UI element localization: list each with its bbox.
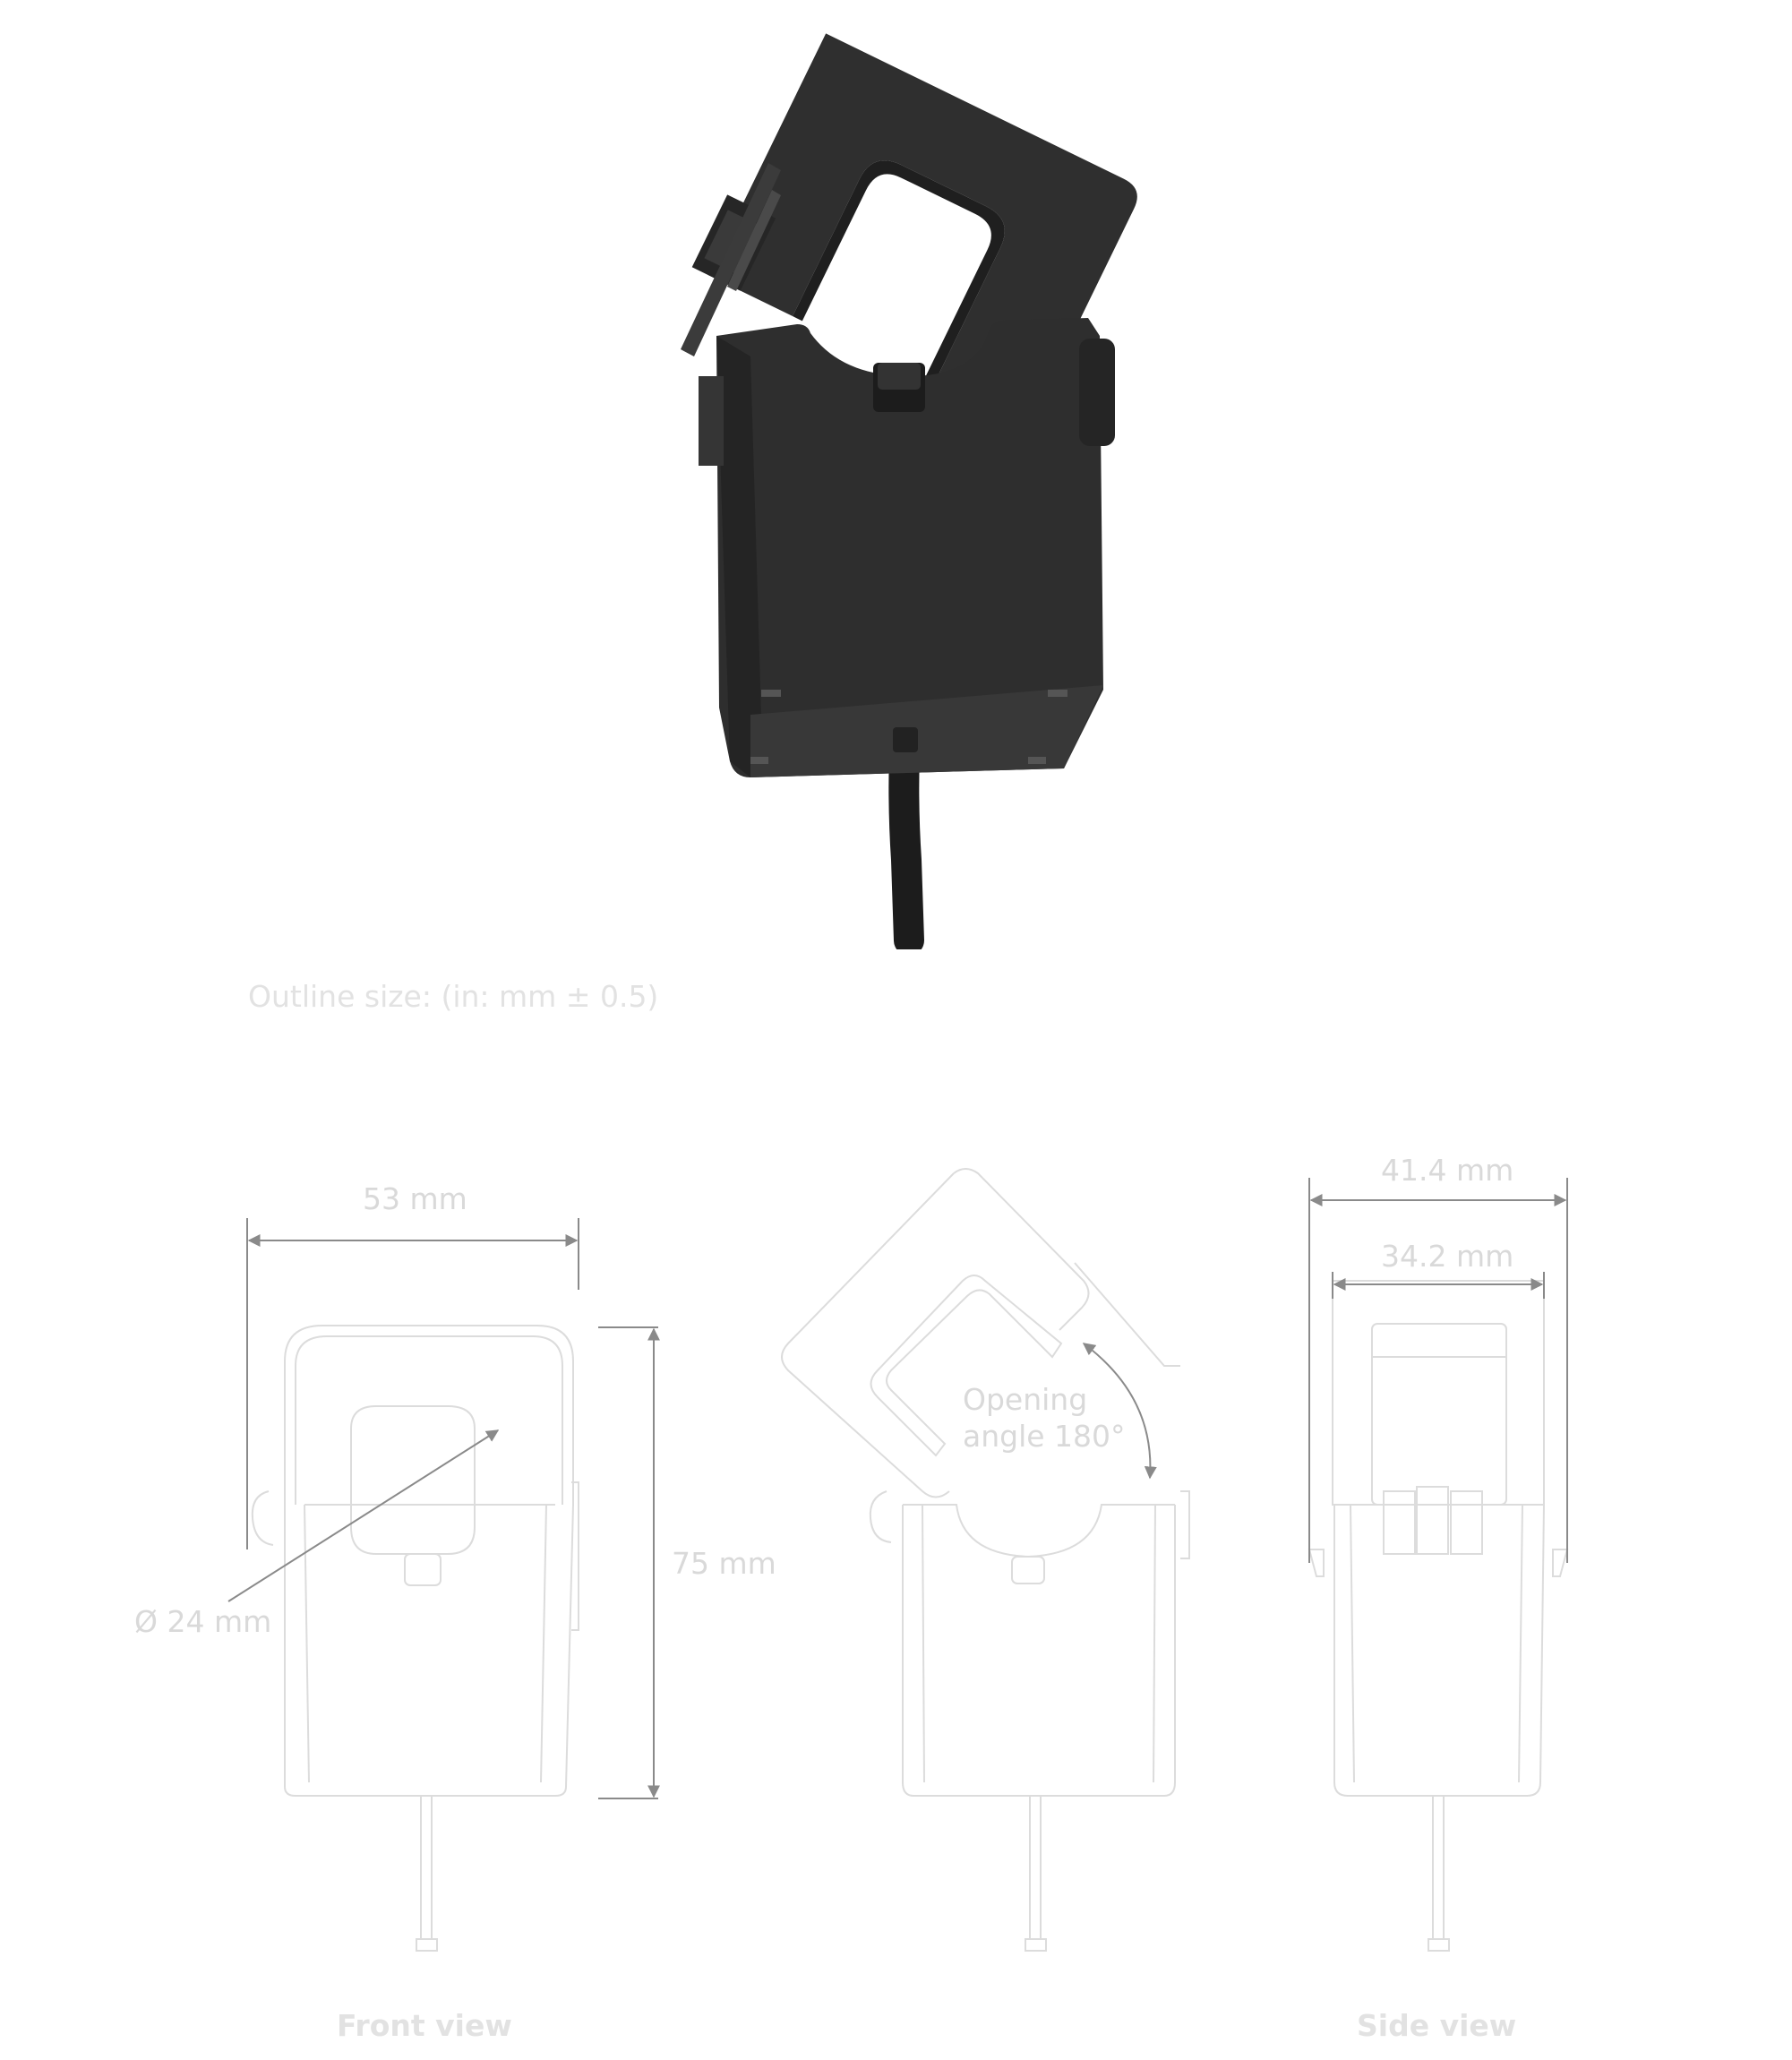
side-view-label: Side view xyxy=(1357,2008,1517,2043)
front-view-drawing xyxy=(251,1325,579,1952)
product-photo xyxy=(681,33,1137,949)
opening-label-line2: angle 180° xyxy=(963,1419,1126,1454)
width-53-label: 53 mm xyxy=(363,1181,467,1216)
width-34-2-label: 34.2 mm xyxy=(1381,1239,1513,1274)
width-41-4-label: 41.4 mm xyxy=(1381,1153,1513,1188)
opening-label-line1: Opening xyxy=(963,1382,1087,1417)
outline-size-title: Outline size: (in: mm ± 0.5) xyxy=(248,979,659,1014)
height-75-label: 75 mm xyxy=(672,1546,776,1581)
diameter-24-label: Ø 24 mm xyxy=(134,1604,271,1639)
side-view-drawing xyxy=(1308,1280,1569,1952)
front-view-label: Front view xyxy=(337,2008,512,2043)
opening-view-drawing xyxy=(781,1168,1190,1952)
